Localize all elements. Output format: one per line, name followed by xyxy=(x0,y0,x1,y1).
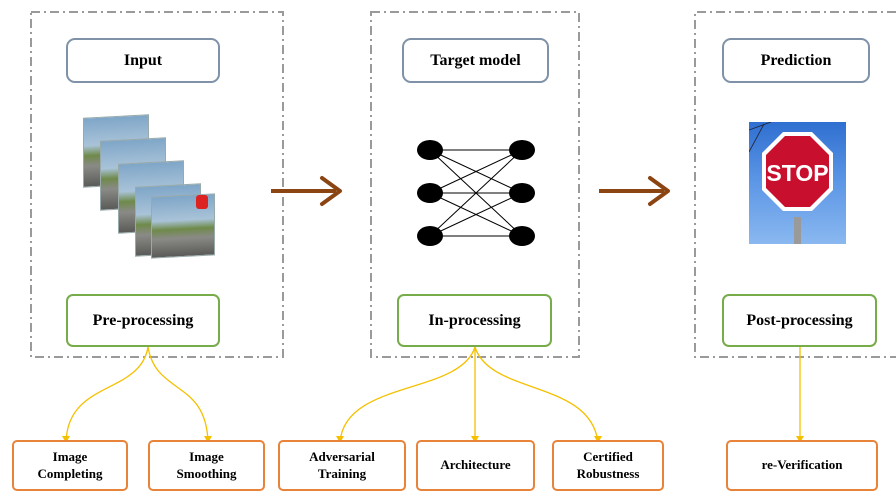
input-node xyxy=(417,226,443,246)
image-smoothing-box: Image Smoothing xyxy=(148,440,265,491)
network-nodes xyxy=(417,140,535,246)
neural-network-diagram xyxy=(429,149,523,237)
post-processing-box: Post-processing xyxy=(722,294,877,347)
input-node xyxy=(417,140,443,160)
output-node xyxy=(509,226,535,246)
prediction-title: Prediction xyxy=(722,38,870,83)
method-connectors xyxy=(65,346,801,443)
flow-arrow-2 xyxy=(599,176,670,206)
pre-processing-box: Pre-processing xyxy=(66,294,220,347)
model-stage-outline xyxy=(370,11,580,358)
input-stage-outline xyxy=(30,11,284,358)
stop-sign-patch xyxy=(196,195,208,209)
connector-arrowheads xyxy=(62,436,804,443)
re-verification-box: re-Verification xyxy=(726,440,878,491)
prediction-stage-outline xyxy=(694,11,896,358)
image-completing-box: Image Completing xyxy=(12,440,128,491)
stop-sign-text: STOP xyxy=(766,160,828,186)
input-title: Input xyxy=(66,38,220,83)
architecture-box: Architecture xyxy=(416,440,535,491)
output-node xyxy=(509,140,535,160)
flow-arrow-1 xyxy=(271,176,342,206)
stop-sign-graphic: STOP xyxy=(749,122,833,244)
in-processing-box: In-processing xyxy=(397,294,552,347)
target-model-title: Target model xyxy=(402,38,549,83)
output-node xyxy=(509,183,535,203)
input-node xyxy=(417,183,443,203)
stop-sign-image: STOP xyxy=(749,122,846,244)
certified-robustness-box: Certified Robustness xyxy=(552,440,664,491)
adversarial-training-box: Adversarial Training xyxy=(278,440,406,491)
